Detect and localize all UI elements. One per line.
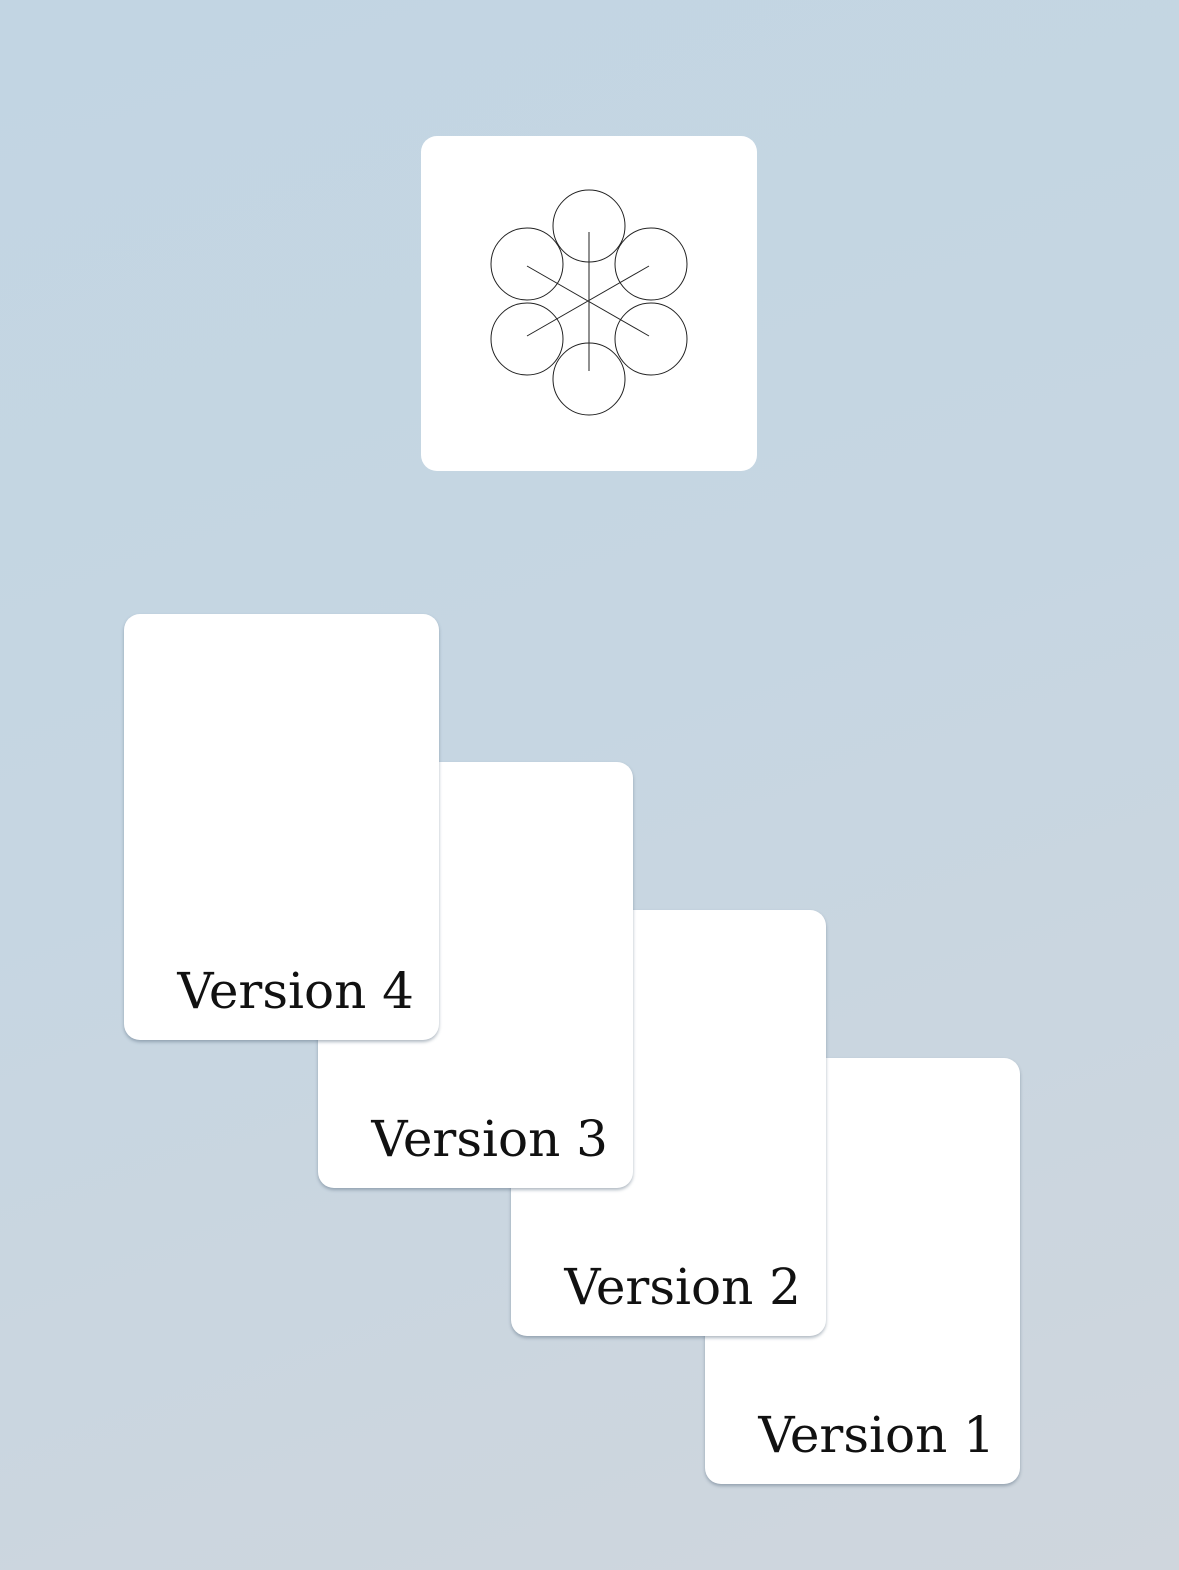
logo-card — [421, 136, 757, 471]
version-label: Version 1 — [758, 1406, 995, 1464]
version-label: Version 2 — [564, 1258, 801, 1316]
hexagonal-circles-icon — [490, 189, 688, 416]
version-card-4[interactable]: Version 4 — [124, 614, 439, 1040]
version-label: Version 3 — [371, 1110, 608, 1168]
version-label: Version 4 — [177, 962, 414, 1020]
